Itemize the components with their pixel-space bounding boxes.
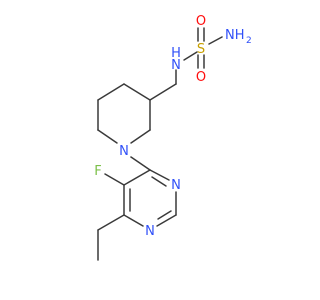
nh2-label-group: NH 2 (225, 28, 252, 46)
bond-c4-n1 (130, 129, 151, 144)
oxygen-top-label: O (196, 14, 206, 29)
sulfonamide-nh-label: N (171, 58, 181, 73)
bond-pyr-n1-c2-inner (157, 210, 172, 220)
fluorine-label: F (94, 164, 101, 179)
molecule-canvas: N H S O O NH 2 N F N N (94, 14, 252, 261)
bond-c2-c3 (123, 83, 151, 101)
bond-pyr-c4-c5 (123, 169, 151, 186)
molecule-structure: N H S O O NH 2 N F N N (94, 14, 252, 261)
bond-n1-c5 (97, 129, 118, 144)
bond-pyr-n3-c4 (149, 169, 170, 181)
nh2-subscript: 2 (246, 36, 252, 46)
bond-pyr-n1-c2 (156, 214, 177, 227)
bond-c6-ch2 (97, 214, 125, 231)
bond-c5-f (104, 173, 125, 186)
piperidine-n-label: N (119, 144, 129, 159)
bond-c3-ch2 (149, 83, 177, 101)
bonds (97, 27, 223, 261)
atom-labels: N H S O O NH 2 N F N N (94, 14, 251, 239)
pyrimidine-n-bottom-label: N (145, 224, 155, 239)
nh2-label: NH (225, 28, 245, 43)
bond-s-nh2 (208, 36, 223, 45)
pyrimidine-n-right-label: N (171, 178, 181, 193)
sulfonamide-nh-h-label: H (171, 46, 181, 61)
bond-nh-s (183, 51, 198, 61)
bond-c1-c2 (97, 83, 125, 101)
bond-pyr-n3-c4-inner (151, 176, 167, 187)
sulfur-label: S (197, 42, 205, 57)
oxygen-bottom-label: O (196, 70, 206, 85)
bond-pyr-c6-n1 (123, 214, 144, 227)
bond-n1-pyr-c4 (130, 156, 151, 171)
